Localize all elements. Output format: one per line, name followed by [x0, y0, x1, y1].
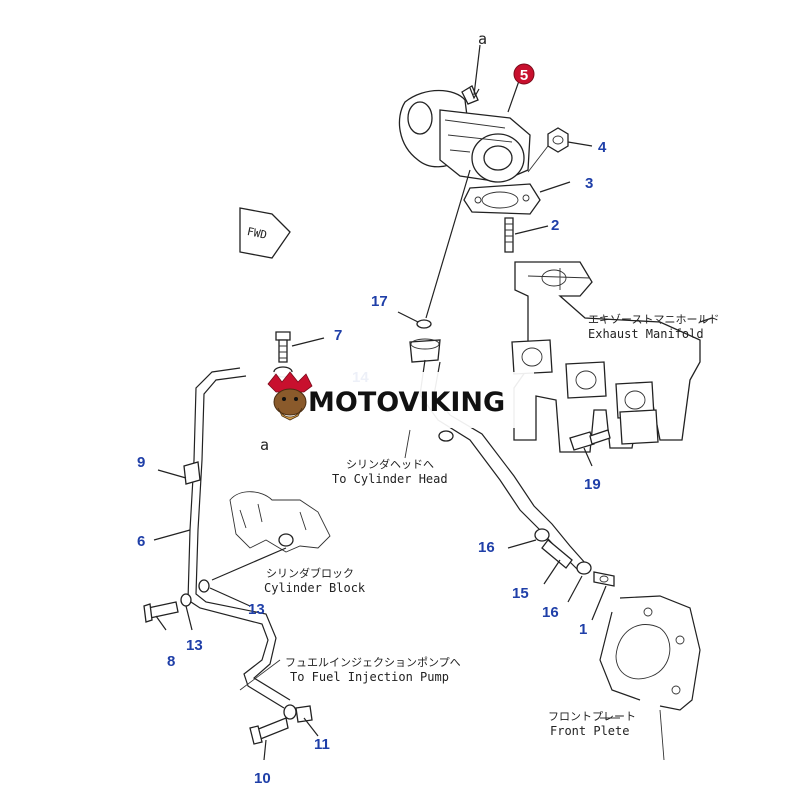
callout-13b: 13: [186, 637, 203, 654]
callout-16b: 16: [542, 604, 559, 621]
fuel-label-jp: フュエルインジェクションポンプへ: [285, 656, 461, 669]
cyl-head-label-jp: シリンダヘッドへ: [346, 457, 434, 471]
callout-17: 17: [371, 293, 388, 310]
callout-10: 10: [254, 770, 271, 787]
callout-7: 7: [334, 327, 342, 344]
leader-9: [157, 469, 187, 479]
stud-2: [504, 217, 549, 253]
callout-19: 19: [584, 476, 601, 493]
watermark: MOTOVIKING: [262, 371, 534, 428]
front-plate: [599, 595, 701, 761]
bolt-7: [273, 331, 325, 378]
leader-6: [153, 529, 191, 541]
cyl-head-label-en: To Cylinder Head: [332, 472, 448, 486]
letter-a-mid: a: [260, 436, 269, 454]
callout-9: 9: [137, 454, 145, 471]
callout-5-text: 5: [520, 67, 528, 84]
callout-16a: 16: [478, 539, 495, 556]
callout-6: 6: [137, 533, 145, 550]
fuel-arrow: [239, 659, 281, 691]
stud-a: [469, 44, 481, 100]
leader-11: [303, 717, 319, 737]
bolt-19: [569, 429, 611, 467]
callout-8: 8: [167, 653, 175, 670]
callout-4: 4: [598, 139, 607, 156]
front-plate-label-jp: フロントプレート: [548, 710, 636, 723]
leader-17: [397, 311, 419, 323]
leader-8: [155, 615, 167, 631]
turbocharger: [398, 85, 531, 183]
oil-tube: [409, 169, 615, 587]
leader-15: [543, 559, 561, 585]
front-plate-label-en: Front Plete: [550, 724, 629, 738]
leader-13a: [209, 587, 251, 607]
exhaust-manifold: [511, 261, 713, 453]
nut-4: [527, 127, 593, 173]
leader-5: [507, 77, 521, 113]
leader-16a: [507, 539, 537, 549]
callout-13a: 13: [248, 601, 265, 618]
fwd-arrow: [239, 207, 291, 259]
fuel-label-en: To Fuel Injection Pump: [290, 670, 449, 684]
callout-11: 11: [314, 736, 330, 753]
leader-10: [263, 739, 267, 761]
letter-a-top: a: [478, 30, 487, 48]
cyl-block-label-jp: シリンダブロック: [266, 566, 354, 580]
gasket-3: [463, 181, 571, 215]
cyl-head-arrow: [404, 429, 411, 459]
callout-5: 5: [513, 63, 535, 85]
leader-13b: [185, 605, 193, 631]
leader-1: [591, 585, 607, 621]
callout-2: 2: [551, 217, 559, 234]
cylinder-block: [211, 491, 331, 581]
cyl-block-label-en: Cylinder Block: [264, 581, 366, 595]
watermark-text: MOTOVIKING: [308, 387, 505, 418]
leader-16b: [567, 575, 583, 603]
exhaust-label-en: Exhaust Manifold: [588, 327, 704, 341]
viking-logo-icon: [267, 371, 313, 421]
fwd-label: FWD: [246, 225, 268, 242]
callout-1: 1: [579, 621, 587, 638]
callout-15: 15: [512, 585, 529, 602]
callout-3: 3: [585, 175, 593, 192]
exhaust-label-jp: エキゾーストマニホールド: [588, 313, 719, 326]
return-tube: [143, 367, 313, 745]
